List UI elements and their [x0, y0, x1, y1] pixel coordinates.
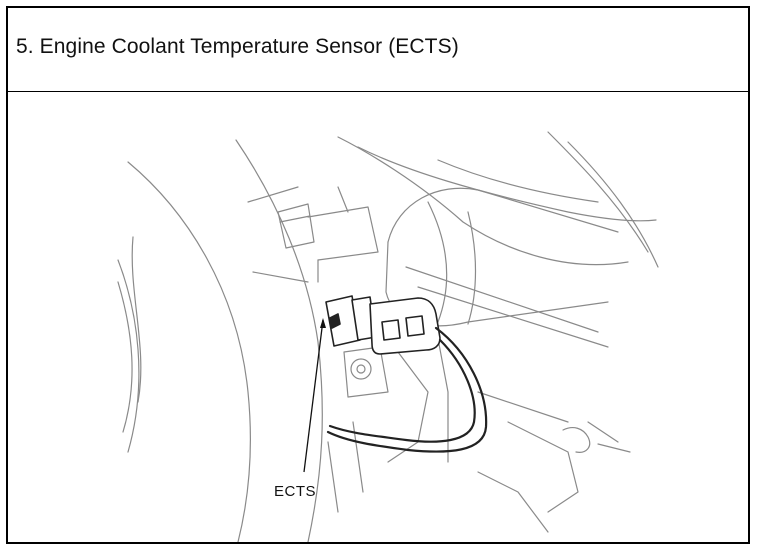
wire-harness [326, 326, 488, 453]
fan-arc [117, 259, 140, 453]
document-frame: 5. Engine Coolant Temperature Sensor (EC… [6, 6, 750, 544]
upper-housing [337, 136, 629, 266]
sensor-connector-group [325, 295, 441, 355]
engine-line-drawing [117, 131, 659, 542]
mounting-bolt [350, 358, 372, 380]
page-title: 5. Engine Coolant Temperature Sensor (EC… [16, 35, 459, 58]
title-bar: 5. Engine Coolant Temperature Sensor (EC… [8, 8, 748, 92]
engine-illustration: ECTS [8, 92, 748, 542]
ects-callout-label: ECTS [274, 483, 317, 500]
shroud-outline [127, 161, 251, 542]
connector-plug [369, 297, 441, 355]
thermostat-housing [387, 187, 619, 243]
callout-leader [303, 319, 324, 473]
